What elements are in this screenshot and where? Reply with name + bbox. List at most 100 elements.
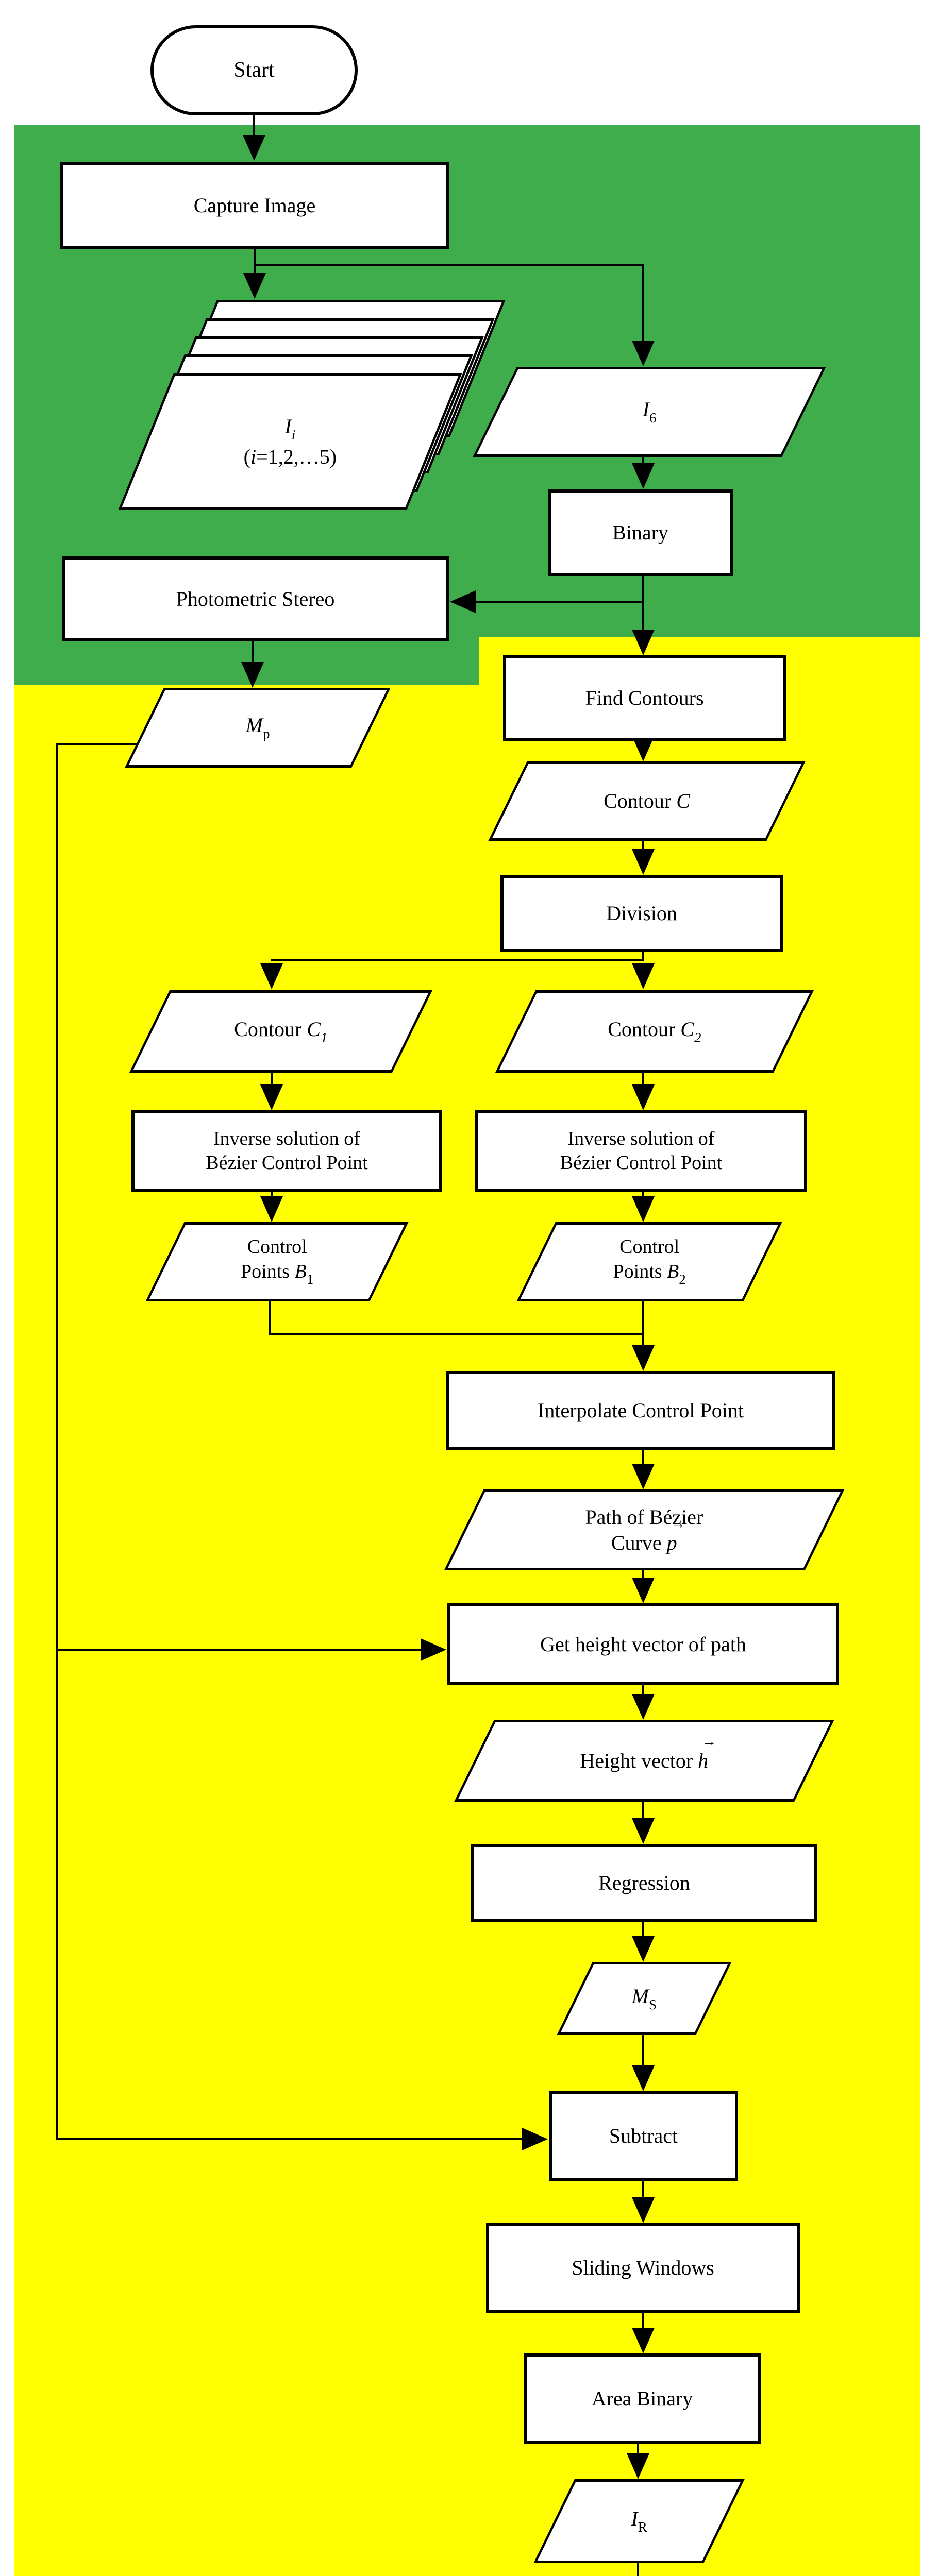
- height-vector-data: Height vector →h: [454, 1720, 834, 1802]
- arrowhead-into-contourc1: [260, 963, 283, 989]
- arrowhead-into-sliding: [632, 2197, 655, 2223]
- subtract-label: Subtract: [609, 2124, 678, 2147]
- contour-c2-label: Contour C2: [463, 1016, 846, 1047]
- cpb1-subscript: 1: [306, 1271, 314, 1287]
- binary-process: Binary: [548, 489, 733, 576]
- inverse1-line2: Bézier Control Point: [206, 1152, 368, 1174]
- arrowhead-into-subtract-top: [632, 2065, 655, 2091]
- arrowhead-into-findcontours: [632, 630, 655, 655]
- edge-sliding-area: [642, 2313, 644, 2330]
- contour-c-pre: Contour: [604, 789, 677, 812]
- edge-merge-h: [269, 1333, 643, 1335]
- capture-image-label: Capture Image: [193, 193, 316, 217]
- arrowhead-into-mp: [241, 662, 264, 688]
- edge-cpb2-merge-v: [642, 1301, 644, 1348]
- i6-symbol: I: [642, 398, 649, 421]
- arrowhead-into-cpb2: [632, 1196, 655, 1222]
- ms-subscript: S: [649, 1996, 657, 2012]
- start-terminator: Start: [150, 25, 358, 115]
- edge-binary-down: [642, 576, 644, 632]
- control-points-b2-data: Control Points B2: [516, 1222, 782, 1301]
- i6-subscript: 6: [649, 410, 657, 426]
- edge-c1-inverse1: [271, 1073, 273, 1087]
- path-bezier-line1: Path of Bézier: [585, 1505, 703, 1529]
- edge-area-ir: [637, 2444, 639, 2455]
- edge-binary-photometric-h: [474, 601, 644, 603]
- start-label: Start: [233, 58, 275, 82]
- edge-interpolate-path: [642, 1450, 644, 1466]
- ir-symbol: I: [631, 2507, 638, 2531]
- height-vector-pre: Height vector: [580, 1749, 698, 1772]
- ii-paren-rest: =1,2,…5): [256, 445, 337, 468]
- inverse2-line2: Bézier Control Point: [560, 1152, 723, 1174]
- contour-c1-subscript: 1: [321, 1029, 328, 1045]
- binary-label: Binary: [612, 521, 668, 544]
- p-vector-arrow-icon: →: [671, 1515, 685, 1532]
- edge-getheight-hv: [642, 1685, 644, 1696]
- inverse2-line1: Inverse solution of: [567, 1127, 715, 1149]
- arrowhead-into-subtract: [522, 2128, 548, 2150]
- mp-symbol: M: [245, 714, 263, 737]
- edge-division-branch-v: [642, 952, 644, 961]
- arrowhead-into-stack: [243, 273, 266, 299]
- inverse-solution-2-process: Inverse solution of Bézier Control Point: [475, 1110, 807, 1192]
- h-vector-arrow-icon: →: [702, 1733, 717, 1750]
- subtract-process: Subtract: [549, 2091, 738, 2181]
- edge-feedback-rail-v: [56, 743, 58, 2140]
- edge-division-branch-h: [271, 959, 644, 961]
- arrowhead-into-path: [632, 1464, 655, 1489]
- regression-label: Regression: [598, 1871, 690, 1894]
- edge-mp-feedback-h: [57, 743, 155, 745]
- area-binary-process: Area Binary: [524, 2353, 761, 2444]
- division-label: Division: [606, 902, 677, 925]
- contour-c1-label: Contour C1: [100, 1016, 461, 1047]
- cpb2-pre: Points: [613, 1260, 667, 1282]
- control-points-b1-data: Control Points B1: [145, 1222, 409, 1301]
- edge-regression-ms: [642, 1922, 644, 1938]
- ir-label: IR: [524, 2506, 755, 2536]
- path-bezier-pre: Curve: [611, 1531, 667, 1554]
- edge-capture-stack: [254, 249, 256, 273]
- edge-ir-end: [637, 2563, 639, 2576]
- edge-cpb1-merge-v: [269, 1301, 271, 1335]
- find-contours-process: Find Contours: [503, 655, 786, 741]
- arrowhead-into-inverse1: [260, 1084, 283, 1110]
- cpb1-symbol: B: [294, 1260, 307, 1282]
- contour-c1-data: Contour C1: [129, 990, 433, 1073]
- edge-feedback-subtract-h: [57, 2138, 522, 2140]
- edge-i6-binary: [642, 457, 644, 466]
- inverse1-line1: Inverse solution of: [213, 1127, 360, 1149]
- edge-capture-branch-h: [254, 264, 644, 266]
- arrowhead-into-regression: [632, 1818, 655, 1844]
- ms-symbol: M: [631, 1984, 649, 2008]
- edge-subtract-sliding: [642, 2181, 644, 2199]
- contour-c1-symbol: C: [307, 1017, 321, 1041]
- arrowhead-into-division: [632, 849, 655, 875]
- cpb2-symbol: B: [666, 1260, 679, 1282]
- contour-c-symbol: C: [676, 789, 690, 812]
- mp-label: Mp: [103, 713, 413, 743]
- h-vector-symbol: →h: [698, 1734, 716, 1774]
- photometric-stereo-process: Photometric Stereo: [62, 556, 449, 641]
- arrowhead-into-ir: [627, 2453, 649, 2479]
- cpb1-line1: Control: [247, 1236, 307, 1258]
- edge-photometric-mp: [252, 641, 254, 664]
- sliding-windows-process: Sliding Windows: [486, 2223, 800, 2313]
- capture-image-process: Capture Image: [60, 162, 449, 249]
- arrowhead-into-contourc2: [632, 963, 655, 989]
- arrowhead-into-photometric: [450, 590, 476, 613]
- contour-c2-data: Contour C2: [495, 990, 814, 1073]
- interpolate-control-point-process: Interpolate Control Point: [446, 1371, 835, 1450]
- sliding-windows-label: Sliding Windows: [572, 2256, 714, 2279]
- h-symbol: h: [698, 1749, 709, 1772]
- edge-contourc-division: [642, 841, 644, 852]
- cpb1-pre: Points: [240, 1260, 295, 1282]
- arrowhead-into-getheight: [421, 1638, 446, 1661]
- ir-subscript: R: [638, 2519, 647, 2535]
- arrowhead-into-binary: [632, 463, 655, 489]
- cpb2-label: Control Points B2: [494, 1235, 805, 1288]
- path-bezier-label: Path of Bézier Curve →p: [395, 1504, 893, 1556]
- get-height-vector-process: Get height vector of path: [447, 1603, 839, 1685]
- arrowhead-into-hv: [632, 1694, 655, 1720]
